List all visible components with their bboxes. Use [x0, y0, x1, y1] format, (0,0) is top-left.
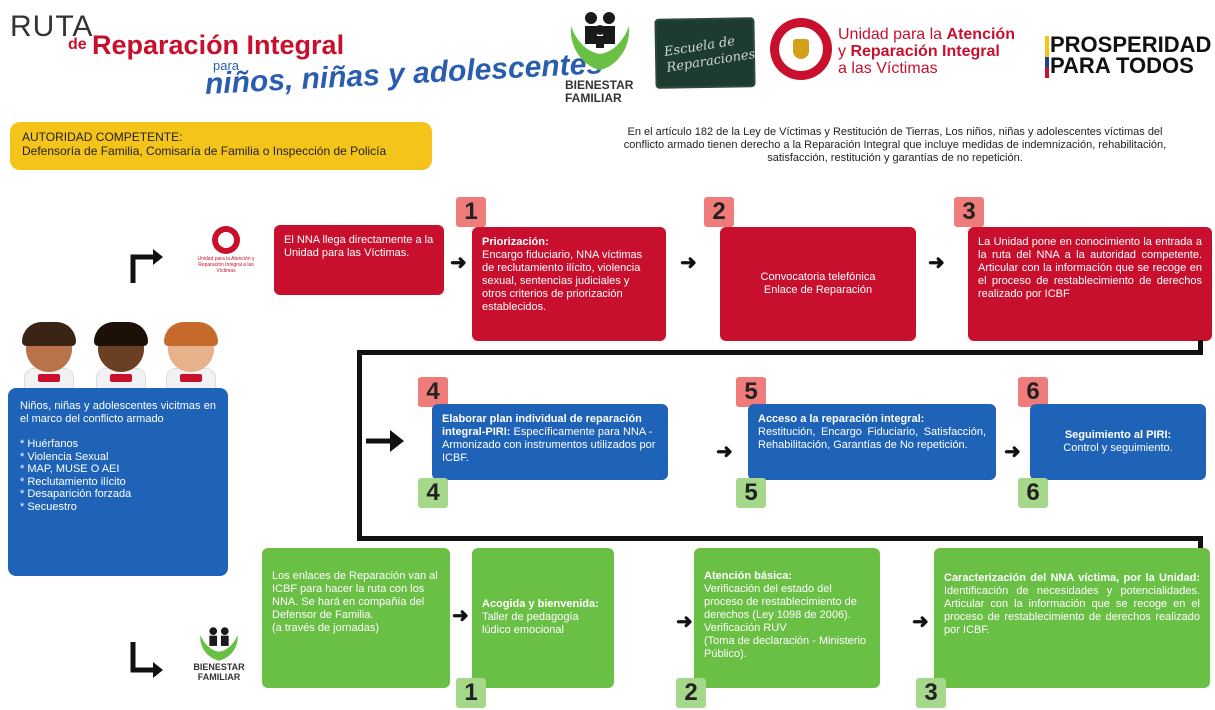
- connector-line: [357, 350, 362, 540]
- step-number: 5: [736, 377, 766, 407]
- row3-start-box: Los enlaces de Reparación van al ICBF pa…: [262, 548, 450, 688]
- step3-text: La Unidad pone en conocimiento la entrad…: [978, 236, 1202, 300]
- step4-title: Elaborar plan individual de reparación i…: [442, 413, 642, 438]
- republic-seal-icon: [770, 18, 832, 80]
- authority-text: Defensoría de Familia, Comisaría de Fami…: [22, 144, 387, 158]
- victims-panel: Niños, niñas y adolescentes vicitmas en …: [8, 388, 228, 576]
- step6-text: Control y seguimiento.: [1063, 442, 1173, 454]
- child-icon: [160, 322, 222, 394]
- list-item: * Huérfanos: [20, 438, 79, 450]
- turn-right-arrow-icon: [130, 642, 163, 678]
- connector-line: [357, 350, 1203, 355]
- prosperidad-logo-text: PROSPERIDAD PARA TODOS: [1050, 32, 1212, 78]
- step-number: 3: [916, 678, 946, 708]
- victims-panel-heading: Niños, niñas y adolescentes vicitmas en …: [20, 400, 216, 425]
- step4-text: Específicamente para NNA - Armonizado co…: [442, 426, 656, 464]
- step3-conocimiento-box: La Unidad pone en conocimiento la entrad…: [968, 227, 1212, 341]
- children-illustration: [10, 318, 222, 394]
- step-number: 6: [1018, 377, 1048, 407]
- row3-step1-text: Taller de pedagogía lúdico emocional: [482, 611, 579, 636]
- list-item: * Desaparición forzada: [20, 488, 132, 500]
- turn-right-arrow-icon: [130, 249, 163, 283]
- row1-start-box: El NNA llega directamente a la Unidad pa…: [274, 225, 444, 295]
- row3-step2-atencion-box: Atención básica: Verificación del estado…: [694, 548, 880, 688]
- row3-step1-acogida-box: Acogida y bienvenida: Taller de pedagogí…: [472, 548, 614, 688]
- unidad-small-logo: Unidad para la Atención y Reparación Int…: [195, 226, 257, 274]
- title-de: de: [68, 36, 87, 53]
- step-number: 4: [418, 478, 448, 508]
- step5-acceso-box: Acceso a la reparación integral: Restitu…: [748, 404, 996, 480]
- step2-text: Convocatoria telefónica Enlace de Repara…: [760, 271, 876, 296]
- arrow-right-icon: ➜: [1004, 441, 1021, 463]
- unidad-small-text: Unidad para la Atención y Reparación Int…: [197, 256, 255, 274]
- title-ruta: RUTA: [10, 10, 94, 43]
- row3-step1-title: Acogida y bienvenida:: [482, 598, 599, 610]
- colombia-flag-icon: [1045, 36, 1049, 78]
- step-number: 2: [704, 197, 734, 227]
- arrow-right-icon: ➜: [716, 441, 733, 463]
- authority-label: AUTORIDAD COMPETENTE:: [22, 130, 183, 144]
- row3-step3-caracterizacion-box: Caracterización del NNA víctima, por la …: [934, 548, 1210, 688]
- child-icon: [90, 322, 152, 394]
- unidad-victimas-logo-text: Unidad para la Atención y Reparación Int…: [838, 26, 1015, 77]
- step-number: 1: [456, 197, 486, 227]
- row3-start-text: Los enlaces de Reparación van al ICBF pa…: [272, 570, 438, 634]
- authority-box: AUTORIDAD COMPETENTE: Defensoría de Fami…: [10, 122, 432, 170]
- victims-list: * Huérfanos * Violencia Sexual * MAP, MU…: [20, 438, 216, 513]
- arrow-right-icon: ➜: [452, 605, 469, 627]
- list-item: * MAP, MUSE O AEI: [20, 463, 120, 475]
- list-item: * Reclutamiento ilícito: [20, 475, 126, 488]
- step1-text: Encargo fiduciario, NNA víctimas de recl…: [482, 249, 643, 313]
- step1-priorizacion-box: Priorización: Encargo fiduciario, NNA ví…: [472, 227, 666, 341]
- page-title: Reparación Integral: [92, 30, 345, 60]
- arrow-right-icon: ➜: [450, 252, 467, 274]
- escuela-logo-text: Escuela de Reparaciones: [663, 33, 757, 76]
- big-arrow-right-icon: [366, 430, 404, 452]
- intro-text: En el artículo 182 de la Ley de Víctimas…: [623, 126, 1167, 164]
- arrow-right-icon: ➜: [912, 611, 929, 633]
- step-number: 3: [954, 197, 984, 227]
- list-item: * Secuestro: [20, 500, 77, 513]
- arrow-right-icon: ➜: [928, 252, 945, 274]
- small-seal-icon: [212, 226, 240, 254]
- step-number: 1: [456, 678, 486, 708]
- step-number: 6: [1018, 478, 1048, 508]
- bienestar-small-text: BIENESTAR FAMILIAR: [193, 662, 245, 682]
- arrow-right-icon: ➜: [676, 611, 693, 633]
- step6-seguimiento-box: Seguimiento al PIRI: Control y seguimien…: [1030, 404, 1206, 480]
- step1-title: Priorización:: [482, 236, 549, 248]
- row1-start-text: El NNA llega directamente a la Unidad pa…: [284, 234, 434, 259]
- row3-step3-text: Identificación de necesidades y potencia…: [944, 585, 1200, 636]
- step-number: 5: [736, 478, 766, 508]
- family-hands-icon: [200, 627, 238, 661]
- row3-step3-title: Caracterización del NNA víctima, por la …: [944, 572, 1200, 584]
- connector-line: [1198, 340, 1203, 353]
- step5-title: Acceso a la reparación integral:: [758, 413, 925, 425]
- bienestar-logo-text: BIENESTAR FAMILIAR: [565, 78, 634, 105]
- step6-title: Seguimiento al PIRI:: [1064, 429, 1172, 441]
- arrow-right-icon: ➜: [680, 252, 697, 274]
- step-number: 4: [418, 377, 448, 407]
- step4-piri-box: Elaborar plan individual de reparación i…: [432, 404, 668, 480]
- row3-step2-text: Verificación del estado del proceso de r…: [704, 583, 867, 660]
- connector-line: [357, 536, 1203, 541]
- step-number: 2: [676, 678, 706, 708]
- escuela-reparaciones-logo: Escuela de Reparaciones: [654, 17, 757, 89]
- step2-convocatoria-box: Convocatoria telefónica Enlace de Repara…: [720, 227, 916, 341]
- bienestar-small-logo: BIENESTAR FAMILIAR: [190, 626, 248, 682]
- child-icon: [18, 322, 80, 394]
- title-para: para: [213, 58, 240, 73]
- family-hands-icon: [570, 12, 630, 70]
- step5-text: Restitución, Encargo Fiduciario, Satisfa…: [758, 426, 986, 451]
- row3-step2-title: Atención básica:: [704, 570, 793, 582]
- bienestar-familiar-logo: BIENESTAR FAMILIAR: [565, 8, 635, 105]
- list-item: * Violencia Sexual: [20, 450, 109, 463]
- connector-line: [1198, 536, 1203, 548]
